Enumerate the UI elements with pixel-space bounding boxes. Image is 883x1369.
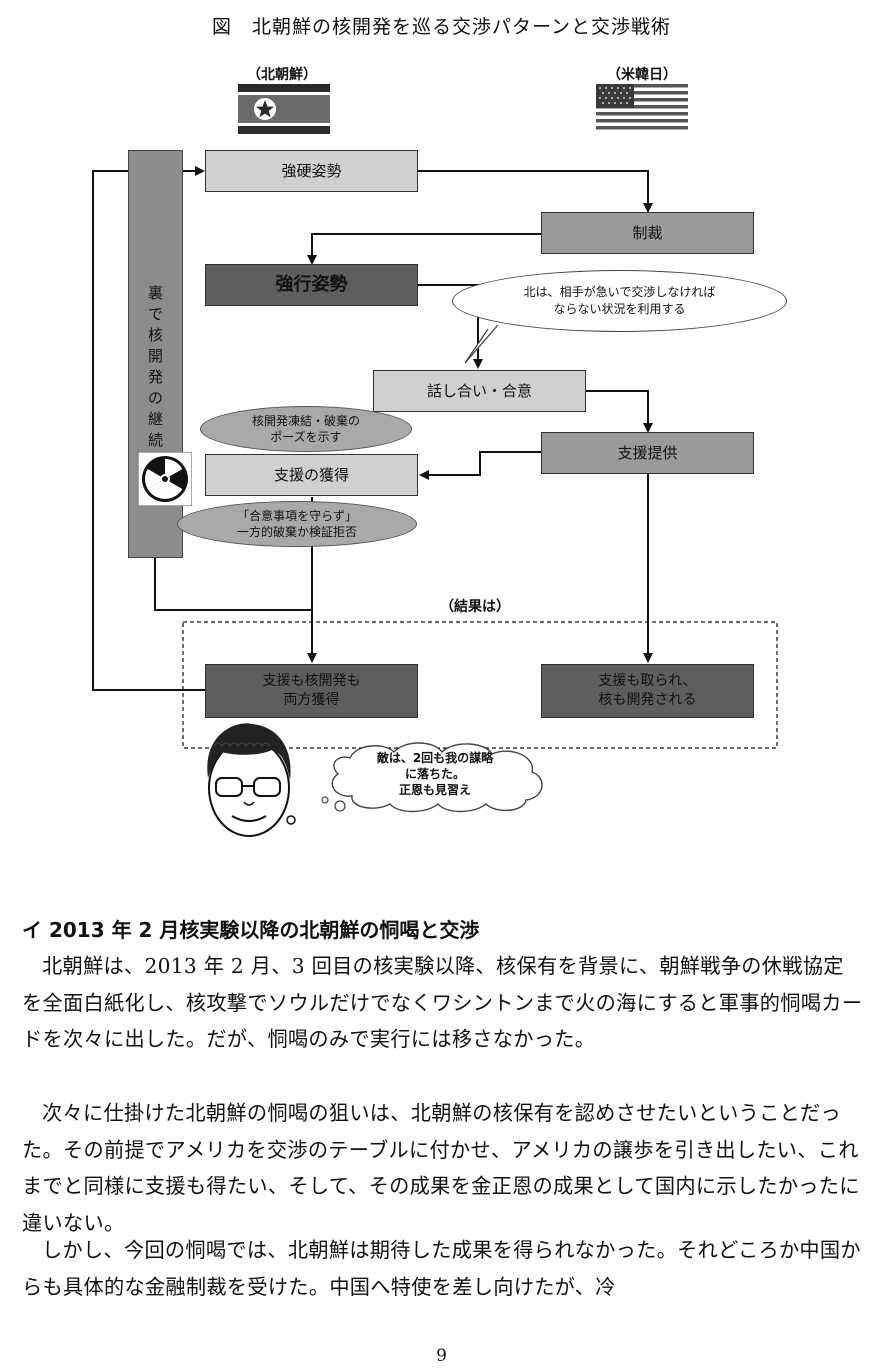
box-hardline: 強硬姿勢 [205, 150, 418, 192]
callout-urgency: 北は、相手が急いで交渉しなければ ならない状況を利用する [452, 270, 787, 332]
box-both-gained: 支援も核開発も 両方獲得 [205, 664, 418, 718]
north-korea-label: （北朝鮮） [247, 67, 317, 83]
paragraph-2: 次々に仕掛けた北朝鮮の恫喝の狙いは、北朝鮮の核保有を認めさせたいということだった… [22, 1101, 860, 1235]
paragraph-1: 北朝鮮は、2013 年 2 月、3 回目の核実験以降、核保有を背景に、朝鮮戦争の… [22, 954, 863, 1052]
radiation-icon [138, 452, 192, 506]
page-number: 9 [436, 1346, 447, 1366]
box-sanctions: 制裁 [541, 212, 754, 254]
us-flag-icon [596, 84, 688, 130]
box-aid-obtained: 支援の獲得 [205, 454, 418, 496]
thought-text: 敵は、2回も我の謀略 に落ちた。 正恩も見習え [376, 751, 494, 797]
ellipse-break-agreement: 「合意事項を守らず」 一方的破棄か検証拒否 [177, 501, 417, 547]
vertical-bar-label: 裏 で 核 開 発 の 継 続 [147, 284, 163, 449]
box-both-lost: 支援も取られ、 核も開発される [541, 664, 754, 718]
leader-face-icon [207, 723, 296, 837]
figure-title: 図 北朝鮮の核開発を巡る交渉パターンと交渉戦術 [211, 16, 672, 38]
callout-tail [464, 325, 499, 364]
section-heading: イ 2013 年 2 月核実験以降の北朝鮮の恫喝と交渉 [22, 918, 480, 942]
ellipse-freeze-pose: 核開発凍結・破棄の ポーズを示す [200, 406, 412, 452]
thought-bubble [321, 742, 543, 813]
box-aid-provided: 支援提供 [541, 432, 754, 474]
north-korea-flag-icon [238, 84, 330, 134]
box-talks-agreement: 話し合い・合意 [373, 370, 586, 412]
paragraph-3: しかし、今回の恫喝では、北朝鮮は期待した成果を得られなかった。それどころか中国か… [22, 1238, 861, 1299]
us-korea-japan-label: （米韓日） [607, 67, 677, 83]
box-forceful: 強行姿勢 [205, 264, 418, 306]
result-label: （結果は） [440, 599, 510, 615]
